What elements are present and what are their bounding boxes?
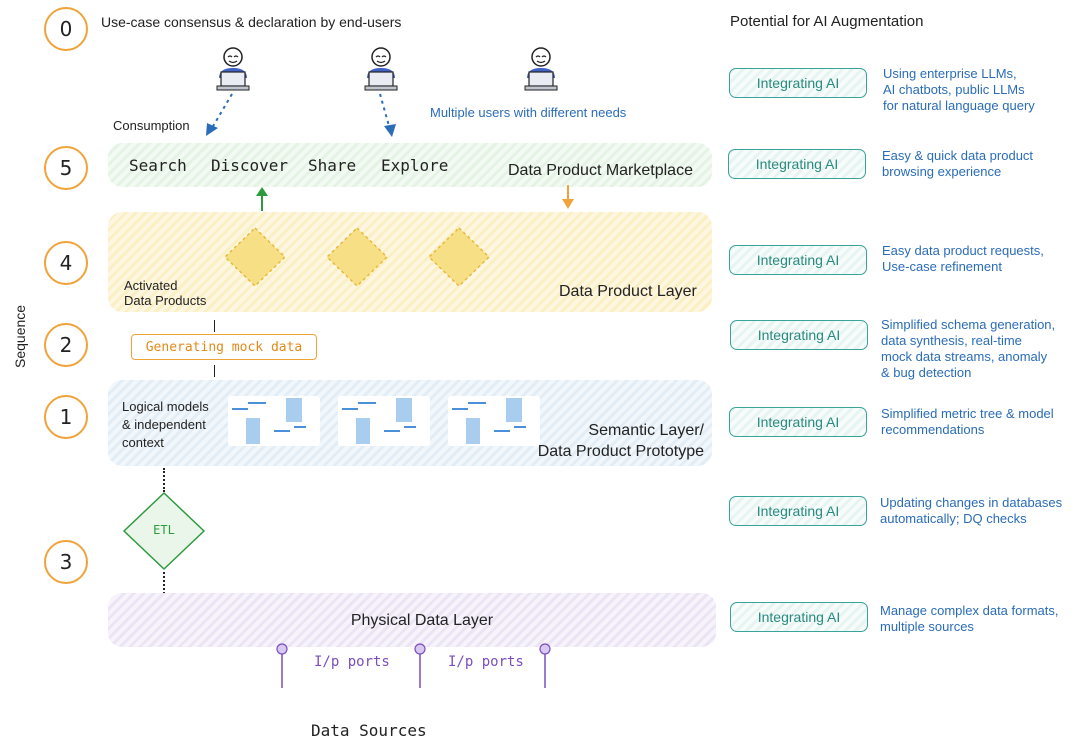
step-0-circle: 0 [44,7,88,51]
ai-column-title: Potential for AI Augmentation [730,13,924,30]
integrating-ai-label: Integrating AI [757,609,841,625]
users-note: Multiple users with different needs [430,105,627,120]
physical-layer-title: Physical Data Layer [350,612,494,629]
down-arrow [562,185,574,209]
step-2-circle: 2 [44,323,88,367]
model-card [228,396,320,446]
integrating-ai-button[interactable]: Integrating AI [729,68,867,98]
step-number: 2 [59,333,73,357]
up-arrow [256,187,268,211]
ai-description: Easy data product requests, Use-case ref… [882,243,1044,274]
integrating-ai-button[interactable]: Integrating AI [729,245,867,275]
logical-models-label: Logical models & independent context [122,399,209,450]
ai-description: Manage complex data formats, multiple so… [880,603,1059,634]
consumption-arrows [206,93,396,137]
integrating-ai-label: Integrating AI [756,503,840,519]
etl-diamond [123,492,205,570]
user-icon [524,47,558,91]
integrating-ai-label: Integrating AI [756,252,840,268]
marketplace-band [108,143,712,187]
integrating-ai-button[interactable]: Integrating AI [730,602,868,632]
port-label: I/p ports [448,654,524,670]
step-5-circle: 5 [44,146,88,190]
integrating-ai-label: Integrating AI [756,414,840,430]
connector-line [214,365,215,377]
step-number: 4 [59,251,73,275]
marketplace-title: Data Product Marketplace [508,162,693,179]
marketplace-action-search[interactable]: Search [129,156,187,175]
integrating-ai-button[interactable]: Integrating AI [729,407,867,437]
marketplace-action-explore[interactable]: Explore [381,156,449,175]
ai-description: Simplified schema generation, data synth… [881,317,1056,380]
data-product-layer-title: Data Product Layer [559,283,697,300]
integrating-ai-button[interactable]: Integrating AI [729,496,867,526]
step-1-circle: 1 [44,395,88,439]
step-3-circle: 3 [44,540,88,584]
user-icon [364,47,398,91]
input-ports [276,643,551,688]
marketplace-action-discover[interactable]: Discover [211,156,289,175]
ai-description: Using enterprise LLMs, AI chatbots, publ… [883,66,1035,113]
etl-dotted-line [163,468,165,492]
connector-line [214,320,215,332]
ai-description: Simplified metric tree & model recommend… [881,406,1054,437]
sequence-axis-label: Sequence [12,304,28,368]
semantic-layer-title: Semantic Layer/ Data Product Prototype [537,422,704,460]
activated-data-products-label: Activated Data Products [124,278,207,308]
step-number: 0 [59,17,73,41]
step-number: 3 [59,550,73,574]
model-card [448,396,540,446]
step-number: 1 [59,405,73,429]
integrating-ai-label: Integrating AI [756,75,840,91]
etl-label: ETL [153,523,175,537]
mock-data-box: Generating mock data [131,334,317,360]
ai-description: Easy & quick data product browsing exper… [882,148,1034,179]
ai-description: Updating changes in databases automatica… [880,495,1063,526]
integrating-ai-label: Integrating AI [757,327,841,343]
data-sources-label: Data Sources [311,721,427,740]
model-card [338,396,430,446]
integrating-ai-button[interactable]: Integrating AI [728,149,866,179]
data-product-diamonds [223,226,491,288]
step-4-circle: 4 [44,241,88,285]
consumption-label: Consumption [113,118,190,133]
integrating-ai-label: Integrating AI [755,156,839,172]
etl-dotted-line [163,572,165,594]
physical-layer-band [108,593,716,647]
step-number: 5 [59,156,73,180]
port-label: I/p ports [314,654,390,670]
integrating-ai-button[interactable]: Integrating AI [730,320,868,350]
step-0-title: Use-case consensus & declaration by end-… [101,14,402,30]
user-icon [216,47,250,91]
marketplace-action-share[interactable]: Share [308,156,357,175]
data-product-band [108,212,712,312]
